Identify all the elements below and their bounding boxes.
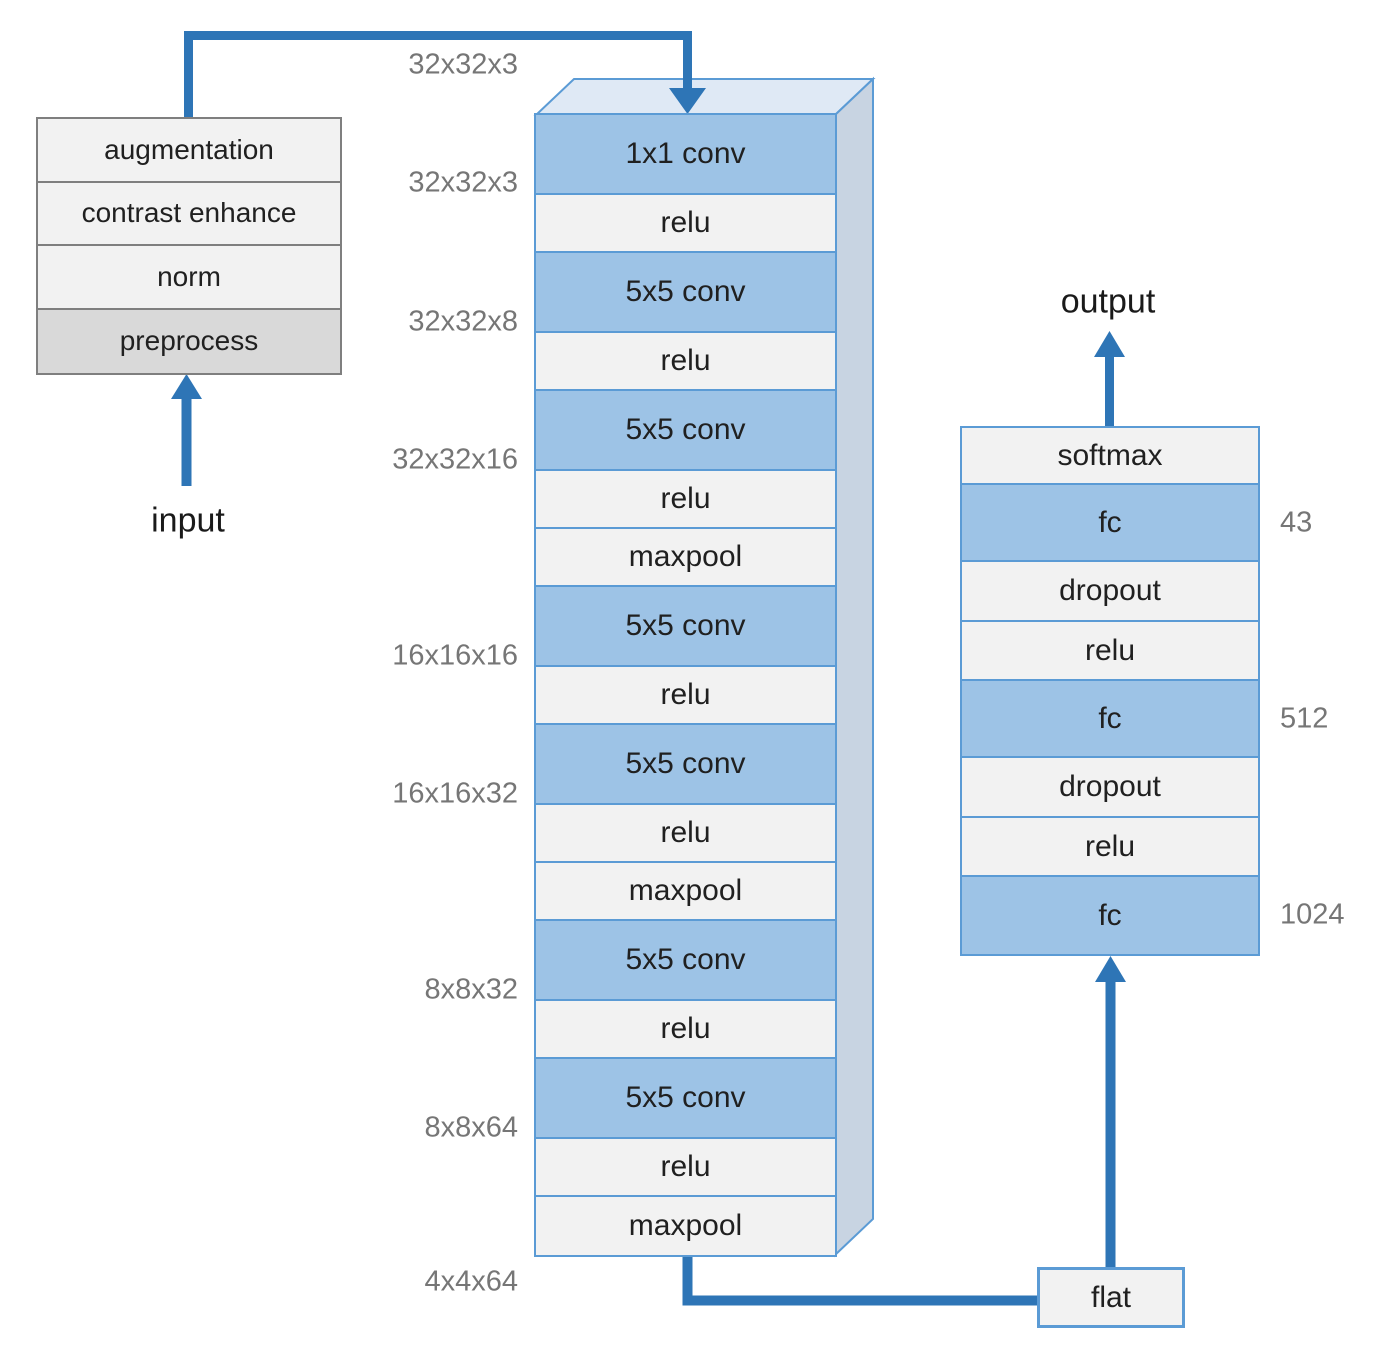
fc-stack: softmax fc dropout relu fc dropout relu … <box>960 426 1260 956</box>
dim-label: 32x32x3 <box>408 166 518 199</box>
preprocess-step-preprocess: preprocess <box>38 309 340 373</box>
dim-label: 32x32x3 <box>408 48 518 81</box>
dim-label: 4x4x64 <box>424 1265 518 1298</box>
dim-label: 32x32x8 <box>408 305 518 338</box>
fc-units-label: 1024 <box>1280 898 1345 931</box>
stack-top-face <box>533 78 876 116</box>
layer-dropout: dropout <box>962 758 1258 818</box>
layer-relu: relu <box>536 1001 835 1059</box>
output-label: output <box>1060 282 1156 321</box>
layer-relu: relu <box>536 195 835 253</box>
layer-maxpool: maxpool <box>536 863 835 921</box>
layer-relu: relu <box>536 805 835 863</box>
preprocess-step-augmentation: augmentation <box>38 119 340 183</box>
layer-fc: fc <box>962 485 1258 562</box>
up-arrowhead-icon <box>1095 956 1126 982</box>
up-arrowhead-icon <box>1094 331 1125 357</box>
layer-5x5-conv: 5x5 conv <box>536 587 835 667</box>
layer-dropout: dropout <box>962 562 1258 622</box>
layer-relu: relu <box>962 622 1258 681</box>
layer-1x1-conv: 1x1 conv <box>536 115 835 195</box>
layer-maxpool: maxpool <box>536 1197 835 1255</box>
layer-fc: fc <box>962 681 1258 758</box>
up-arrowhead-icon <box>171 374 202 399</box>
layer-relu: relu <box>962 818 1258 877</box>
layer-softmax: softmax <box>962 428 1258 485</box>
layer-5x5-conv: 5x5 conv <box>536 921 835 1001</box>
layer-5x5-conv: 5x5 conv <box>536 1059 835 1139</box>
preprocess-step-norm: norm <box>38 246 340 310</box>
layer-relu: relu <box>536 667 835 725</box>
layer-5x5-conv: 5x5 conv <box>536 391 835 471</box>
input-label: input <box>151 501 225 540</box>
dim-label: 8x8x32 <box>424 973 518 1006</box>
dim-label: 32x32x16 <box>392 443 518 476</box>
stack-side-face <box>834 76 874 1258</box>
flat-to-fc-arrow <box>1095 956 1126 1268</box>
down-arrowhead-icon <box>669 88 706 114</box>
layer-relu: relu <box>536 333 835 391</box>
preprocess-to-stack-connector <box>184 31 706 117</box>
layer-5x5-conv: 5x5 conv <box>536 253 835 333</box>
preprocess-box: augmentation contrast enhance norm prepr… <box>36 117 342 375</box>
flat-label: flat <box>1090 1280 1132 1314</box>
input-arrow <box>171 374 202 486</box>
layer-maxpool: maxpool <box>536 529 835 587</box>
dim-label: 16x16x32 <box>392 777 518 810</box>
layer-5x5-conv: 5x5 conv <box>536 725 835 805</box>
dim-label: 16x16x16 <box>392 639 518 672</box>
layer-relu: relu <box>536 471 835 529</box>
stack-to-flat-connector <box>682 1254 1038 1306</box>
layer-relu: relu <box>536 1139 835 1197</box>
dim-label: 8x8x64 <box>424 1111 518 1144</box>
flat-box: flat <box>1037 1267 1185 1328</box>
layer-fc: fc <box>962 877 1258 954</box>
fc-units-label: 512 <box>1280 702 1329 735</box>
output-arrow <box>1094 331 1125 427</box>
preprocess-step-contrast-enhance: contrast enhance <box>38 182 340 246</box>
conv-stack: 1x1 conv relu 5x5 conv relu 5x5 conv rel… <box>534 113 837 1257</box>
fc-units-label: 43 <box>1280 506 1313 539</box>
